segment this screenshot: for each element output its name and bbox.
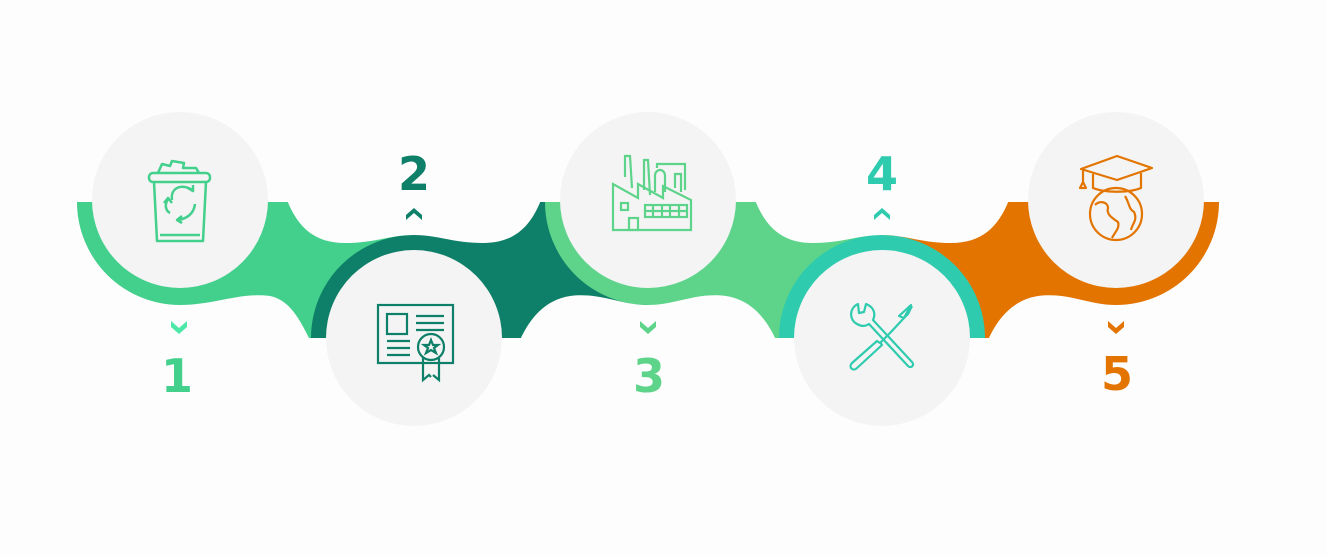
step-3-number: 3	[633, 349, 665, 403]
step-1-number: 1	[161, 349, 193, 403]
wave-cutout	[520, 295, 776, 340]
step-4-number: 4	[866, 147, 898, 201]
step-5-circle	[1028, 112, 1204, 288]
recycle-bin-icon	[147, 159, 212, 243]
wave-cutout	[988, 295, 1116, 340]
factory-icon	[611, 154, 693, 232]
chevron-up-icon	[406, 208, 422, 220]
chevron-down-icon	[640, 321, 656, 334]
step-3-circle	[560, 112, 736, 288]
step-5-number: 5	[1101, 347, 1133, 401]
chevron-down-icon	[1108, 321, 1124, 334]
chevron-up-icon	[874, 208, 890, 220]
chevron-down-icon	[171, 321, 187, 334]
wave-cutout	[287, 200, 541, 243]
step-2-number: 2	[398, 147, 430, 201]
wave-cutout	[180, 295, 310, 340]
wave-cutout	[755, 200, 1009, 243]
tools-icon	[849, 302, 915, 371]
step-1-circle	[92, 112, 268, 288]
graduation-globe-icon	[1078, 154, 1154, 242]
certificate-icon	[376, 303, 455, 383]
step-2-circle	[326, 250, 502, 426]
